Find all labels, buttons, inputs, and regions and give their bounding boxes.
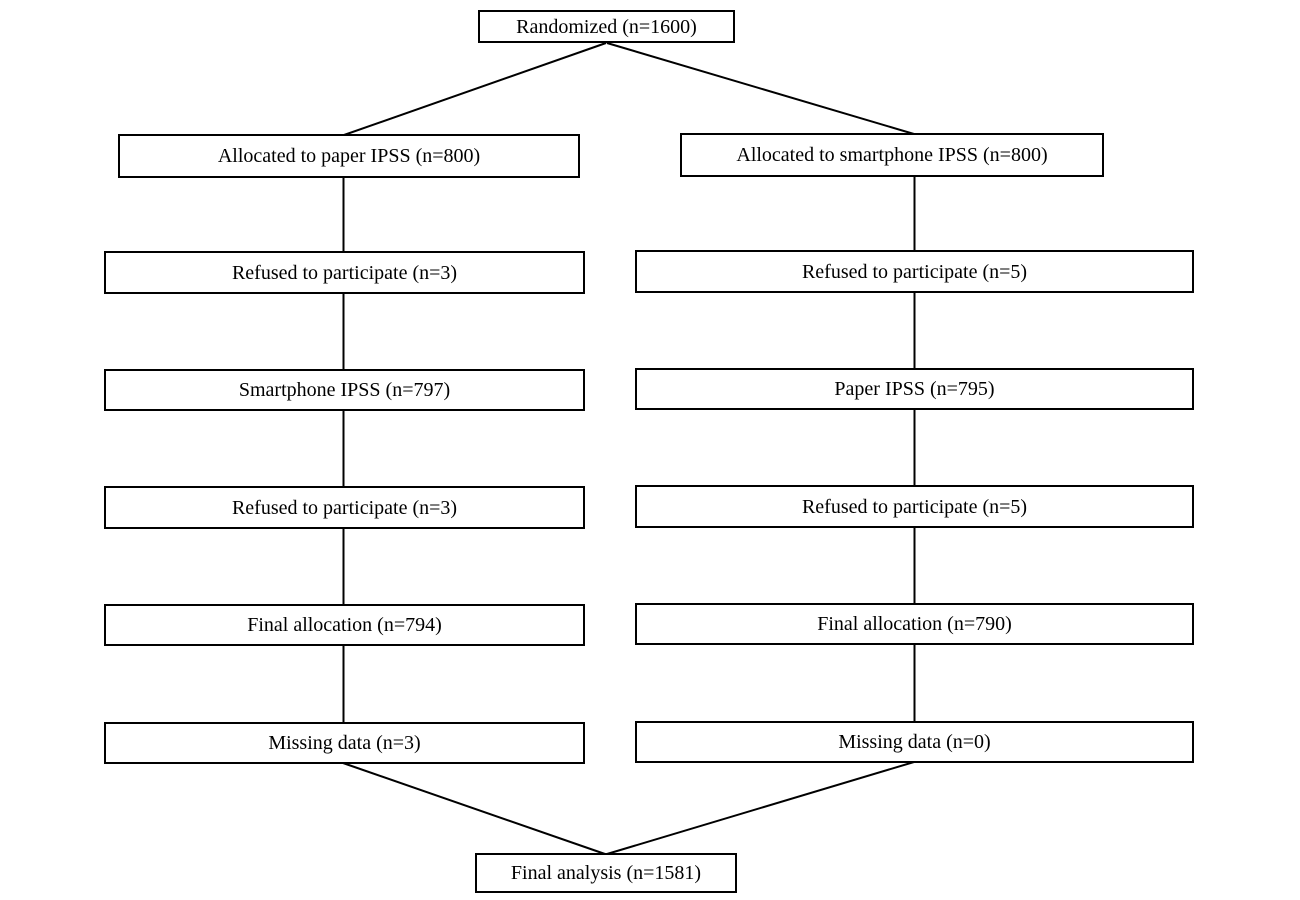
node-left-refused-1: Refused to participate (n=3) [104,251,585,294]
node-right-allocated: Allocated to smartphone IPSS (n=800) [680,133,1104,177]
node-randomized: Randomized (n=1600) [478,10,735,43]
node-right-refused-2: Refused to participate (n=5) [635,485,1194,528]
node-left-refused-2: Refused to participate (n=3) [104,486,585,529]
edge-left-missing-to-final-analysis [342,762,606,855]
node-right-refused-1: Refused to participate (n=5) [635,250,1194,293]
node-right-missing-data: Missing data (n=0) [635,721,1194,763]
edge-randomized-to-right-allocated [606,42,915,135]
node-final-analysis: Final analysis (n=1581) [475,853,737,893]
node-right-paper-ipss: Paper IPSS (n=795) [635,368,1194,410]
node-left-missing-data: Missing data (n=3) [104,722,585,764]
node-left-smartphone-ipss: Smartphone IPSS (n=797) [104,369,585,411]
node-left-final-allocation: Final allocation (n=794) [104,604,585,646]
node-left-allocated: Allocated to paper IPSS (n=800) [118,134,580,178]
node-right-final-allocation: Final allocation (n=790) [635,603,1194,645]
edge-randomized-to-left-allocated [343,42,607,136]
edge-right-missing-to-final-analysis [606,761,915,855]
